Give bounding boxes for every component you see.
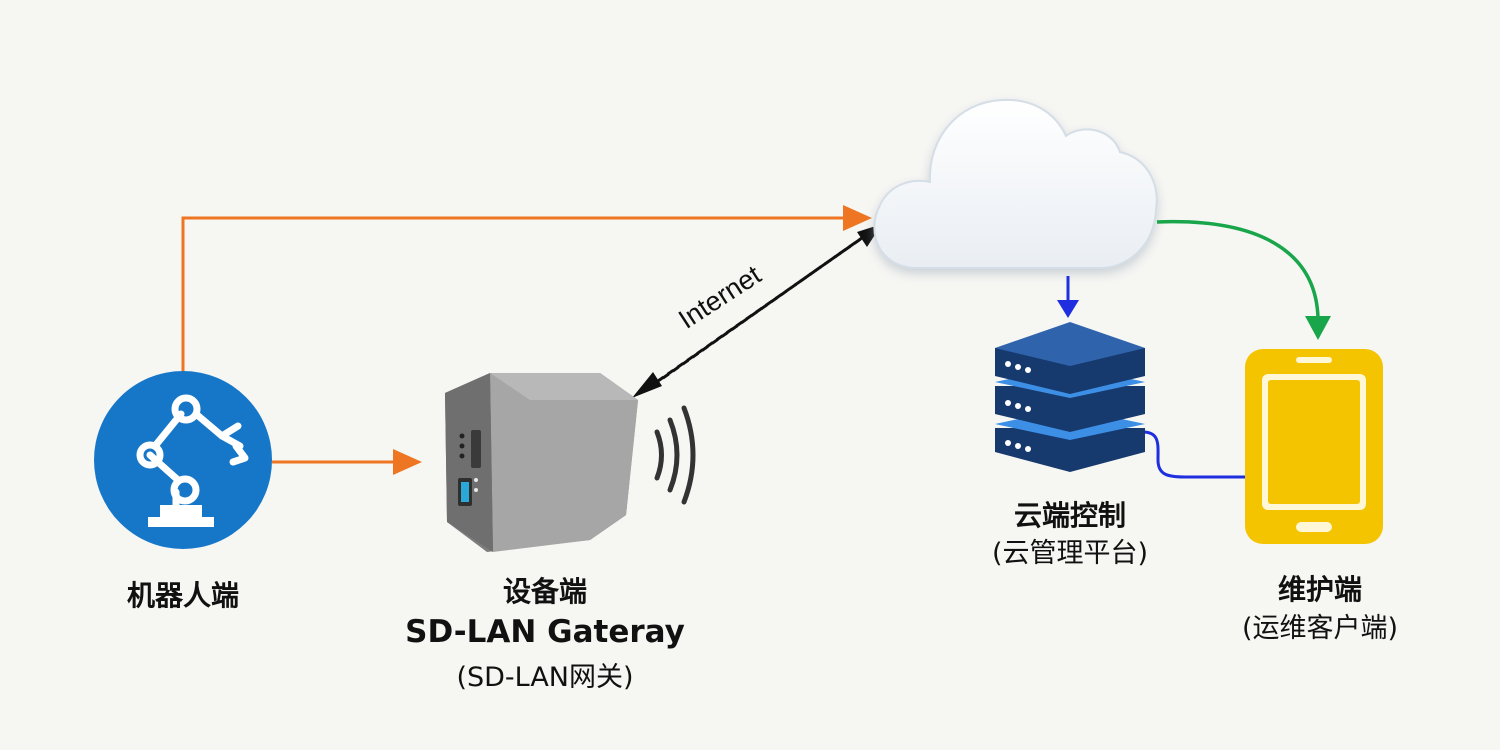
cloud-server-subtitle: (云管理平台) xyxy=(991,538,1149,569)
cloud-icon xyxy=(873,98,1158,269)
server-stack-icon xyxy=(995,322,1145,472)
gateway-box-icon xyxy=(445,373,638,552)
robot-node xyxy=(94,371,272,549)
robot-to-cloud-arrow xyxy=(181,205,872,375)
robot-to-gateway-arrow xyxy=(272,449,422,475)
robot-arm-icon xyxy=(136,394,249,527)
maintenance-subtitle: (运维客户端) xyxy=(1241,613,1399,644)
robot-title: 机器人端 xyxy=(126,579,239,612)
cloud-to-phone-arrow xyxy=(1156,219,1331,340)
server-phone-link xyxy=(1142,430,1245,479)
smartphone-icon xyxy=(1245,349,1383,544)
gateway-label: 设备端 SD-LAN Gateray (SD-LAN网关) xyxy=(395,574,695,702)
robot-label: 机器人端 xyxy=(88,578,278,614)
internet-arrow-head-gateway xyxy=(632,372,662,398)
wifi-waves-icon xyxy=(654,405,696,505)
cloud-server-label: 云端控制 (云管理平台) xyxy=(955,498,1185,574)
robot-circle xyxy=(94,371,272,549)
maintenance-title: 维护端 xyxy=(1277,573,1362,606)
maintenance-label: 维护端 (运维客户端) xyxy=(1205,572,1435,650)
cloud-to-server-arrow xyxy=(1057,276,1079,318)
cloud-server-title: 云端控制 xyxy=(1013,499,1126,532)
gateway-note: (SD-LAN网关) xyxy=(456,662,634,693)
gateway-subtitle: SD-LAN Gateray xyxy=(405,614,685,650)
gateway-title: 设备端 xyxy=(502,575,587,608)
